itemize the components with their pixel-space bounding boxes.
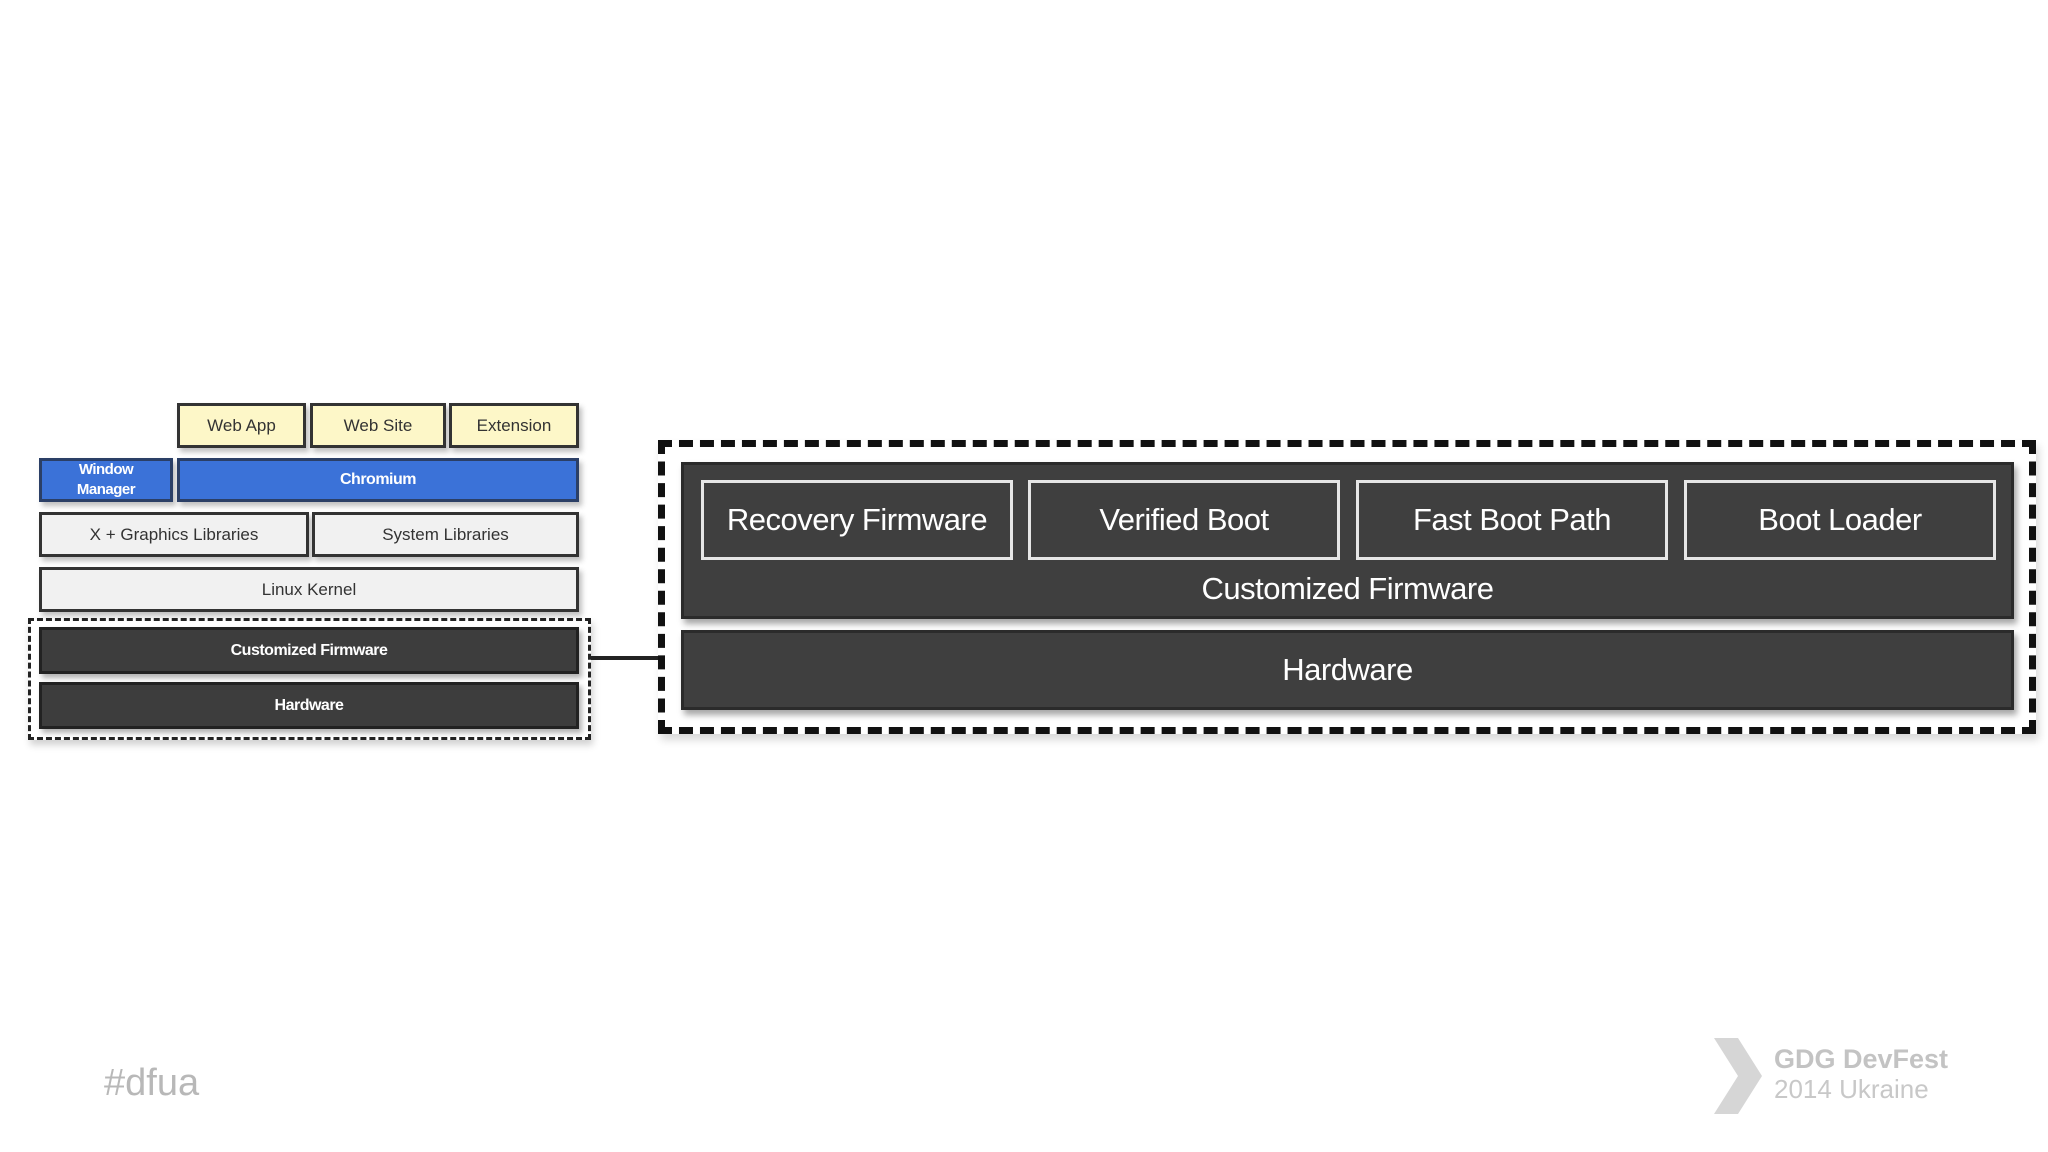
zoom-connector-line — [591, 656, 663, 660]
chevron-logo-icon — [1714, 1038, 1762, 1114]
linux-kernel-box: Linux Kernel — [39, 567, 579, 612]
left-hardware-label: Hardware — [274, 696, 344, 714]
zoom-frame — [658, 440, 2036, 734]
firmware-hardware-highlight — [28, 618, 591, 740]
left-hardware-box: Hardware — [39, 682, 579, 729]
boot-loader-box: Boot Loader — [1684, 480, 1996, 560]
event-subtitle: 2014 Ukraine — [1774, 1074, 1929, 1104]
customized-firmware-label: Customized Firmware — [1201, 571, 1494, 606]
linux-kernel-label: Linux Kernel — [261, 579, 357, 599]
extension-label: Extension — [476, 415, 552, 435]
chromium-box: Chromium — [177, 458, 579, 502]
chromium-label: Chromium — [340, 471, 417, 488]
system-libraries-label: System Libraries — [382, 524, 509, 544]
event-title: GDG DevFest — [1774, 1044, 1949, 1074]
web-site-box: Web Site — [310, 403, 446, 448]
verified-boot-box: Verified Boot — [1028, 480, 1340, 560]
left-firmware-box: Customized Firmware — [39, 627, 579, 674]
gdg-devfest-logo: GDG DevFest 2014 Ukraine — [1712, 1036, 1962, 1116]
recovery-firmware-box: Recovery Firmware — [701, 480, 1013, 560]
extension-box: Extension — [449, 403, 579, 448]
web-site-label: Web Site — [343, 415, 413, 435]
customized-firmware-panel: Recovery Firmware Verified Boot Fast Boo… — [681, 462, 2014, 619]
window-manager-label: Window Manager — [76, 461, 136, 498]
verified-boot-label: Verified Boot — [1099, 502, 1269, 537]
hardware-panel: Hardware — [681, 630, 2014, 710]
system-libraries-box: System Libraries — [312, 512, 579, 557]
hardware-label: Hardware — [1282, 652, 1413, 687]
fast-boot-path-label: Fast Boot Path — [1412, 502, 1612, 537]
left-firmware-label: Customized Firmware — [230, 641, 388, 659]
window-manager-box: Window Manager — [39, 458, 173, 502]
left-stack: Web App Web Site Extension Window Manage… — [0, 0, 600, 760]
recovery-firmware-label: Recovery Firmware — [726, 502, 988, 537]
boot-loader-label: Boot Loader — [1758, 502, 1922, 537]
hashtag-text: #dfua — [104, 1062, 200, 1104]
web-app-box: Web App — [177, 403, 306, 448]
fast-boot-path-box: Fast Boot Path — [1356, 480, 1668, 560]
graphics-libraries-box: X + Graphics Libraries — [39, 512, 309, 557]
graphics-libraries-label: X + Graphics Libraries — [89, 524, 259, 544]
web-app-label: Web App — [207, 415, 276, 435]
